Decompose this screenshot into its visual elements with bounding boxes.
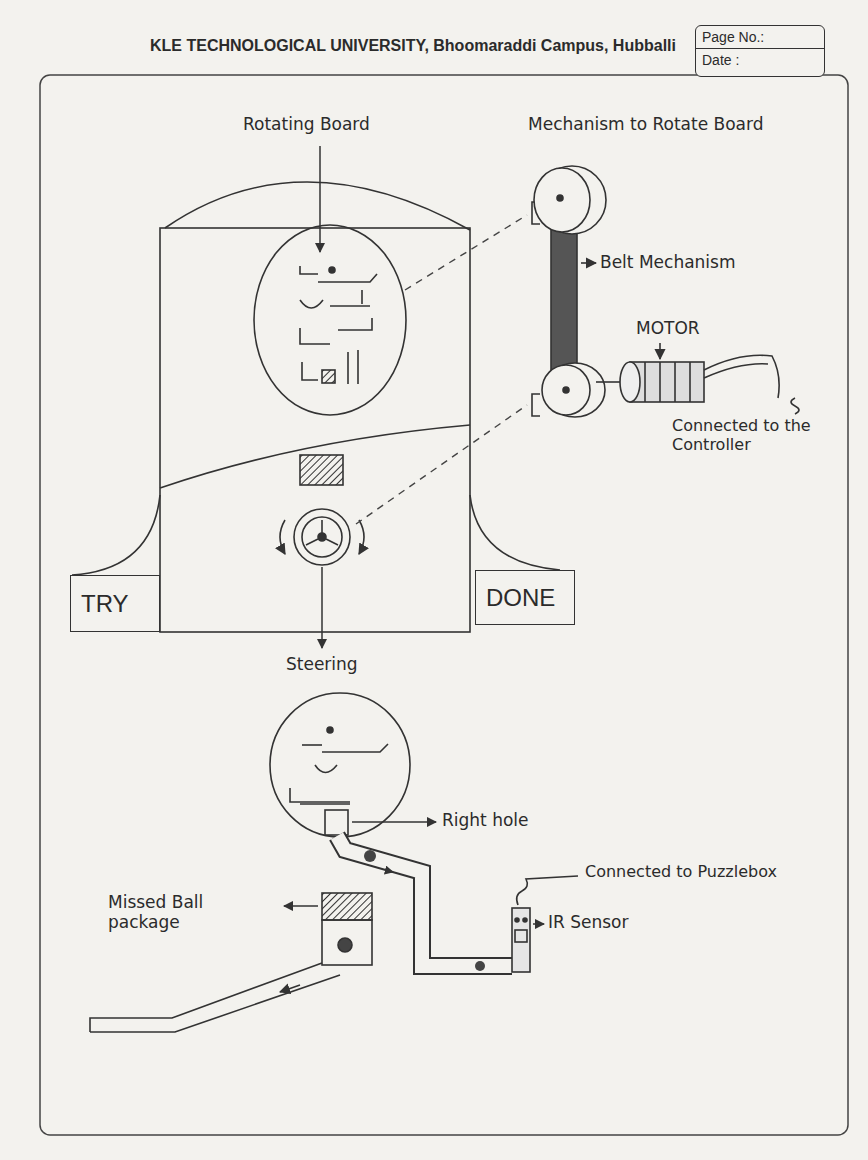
- ir-sensor: [512, 908, 530, 972]
- motor: [596, 381, 620, 383]
- note-label: Connected to Puzzlebox: [585, 862, 777, 881]
- dashed-link: [356, 405, 527, 524]
- ir-sensor: [523, 918, 527, 922]
- box-text: DONE: [476, 580, 574, 616]
- puzzle-board: [300, 803, 350, 805]
- belt-mechanism: [563, 387, 569, 393]
- page-frame: [40, 75, 848, 1135]
- ball-channel: [475, 961, 485, 971]
- part-label: MOTOR: [636, 318, 700, 338]
- rotating-board: [302, 362, 318, 380]
- rotating-board: [347, 352, 349, 384]
- part-label: Belt Mechanism: [600, 252, 736, 272]
- box-text: Page No.:: [696, 26, 824, 49]
- ir-sensor: [517, 876, 578, 905]
- missed-ball-package: [90, 893, 372, 1032]
- part-label: IR Sensor: [548, 912, 629, 932]
- rotating-board: [330, 305, 370, 307]
- leader-arrow: [284, 146, 544, 924]
- rotating-board: [338, 318, 372, 330]
- puzzle-board: [315, 765, 337, 773]
- rotating-board: [318, 274, 377, 282]
- cabinet: [160, 425, 470, 488]
- cabinet: [165, 182, 470, 230]
- page-info-box: Page No.:Date :: [695, 25, 825, 77]
- rotating-board: [329, 267, 335, 273]
- part-label: Right hole: [442, 810, 529, 830]
- rotating-board: [254, 225, 406, 415]
- try-panel: TRY: [70, 575, 160, 632]
- ball-channel: [364, 850, 376, 862]
- bracket: [532, 394, 540, 416]
- part-label: Mechanism to Rotate Board: [528, 114, 763, 134]
- motor: [704, 355, 779, 398]
- missed-ball-package: [90, 975, 340, 1032]
- page-header: KLE TECHNOLOGICAL UNIVERSITY, Bhoomaradd…: [150, 36, 676, 55]
- steering-wheel: [280, 520, 285, 554]
- motor: [630, 362, 704, 402]
- puzzle-board: [290, 788, 350, 802]
- box-text: TRY: [71, 586, 159, 622]
- belt-mechanism: [542, 365, 590, 415]
- cabinet: [300, 455, 343, 485]
- puzzle-board: [327, 727, 333, 733]
- leader-arrow: [352, 821, 436, 823]
- motor: [620, 362, 640, 402]
- rotating-board: [254, 225, 406, 415]
- missed-ball-package: [338, 938, 352, 952]
- rotating-board: [357, 350, 359, 384]
- steering-wheel: [280, 509, 364, 565]
- part-label: Rotating Board: [243, 114, 370, 134]
- ir-sensor: [515, 930, 527, 942]
- cabinet: [72, 495, 160, 575]
- ball-channel: [385, 870, 393, 872]
- cabinet: [72, 182, 560, 632]
- rotating-board: [361, 290, 363, 304]
- rotating-board: [300, 328, 330, 344]
- dashed-link: [356, 215, 527, 524]
- part-label: Steering: [286, 654, 358, 674]
- leader-arrow: [319, 146, 321, 252]
- leader-arrow: [284, 905, 318, 907]
- leader-arrow: [321, 567, 323, 648]
- rotating-board: [300, 266, 318, 274]
- missed-ball-package: [280, 985, 300, 992]
- box-text: Date :: [696, 49, 824, 71]
- page-frame: [40, 75, 848, 1135]
- puzzle-board: [302, 744, 322, 746]
- steering-wheel: [294, 509, 350, 565]
- belt-mechanism: [581, 262, 596, 264]
- rotating-board: [300, 300, 323, 308]
- rotating-board: [322, 370, 335, 383]
- puzzle-board: [270, 693, 410, 837]
- dashed-link: [405, 215, 527, 290]
- steering-wheel: [359, 520, 364, 554]
- leader-arrow: [533, 923, 544, 925]
- puzzle-board: [270, 693, 410, 837]
- motor: [704, 364, 768, 378]
- steering-wheel: [302, 517, 342, 557]
- puzzle-board: [325, 810, 348, 835]
- part-label: Missed Ball package: [108, 892, 248, 933]
- motor: [791, 398, 799, 414]
- bracket: [532, 202, 540, 416]
- steering-wheel: [318, 533, 326, 541]
- cabinet: [160, 228, 470, 632]
- done-panel: DONE: [475, 570, 575, 625]
- note-label: Connected to the Controller: [672, 416, 812, 454]
- puzzle-board: [322, 744, 388, 752]
- missed-ball-package: [322, 920, 372, 965]
- motor: [596, 343, 799, 414]
- belt-mechanism: [534, 166, 606, 417]
- motor: [659, 343, 661, 359]
- belt-mechanism: [557, 195, 563, 201]
- missed-ball-package: [322, 893, 372, 920]
- ir-sensor: [515, 918, 519, 922]
- belt-mechanism: [534, 168, 590, 232]
- steering-wheel: [306, 520, 338, 545]
- cabinet: [470, 495, 560, 570]
- motor: [645, 362, 690, 402]
